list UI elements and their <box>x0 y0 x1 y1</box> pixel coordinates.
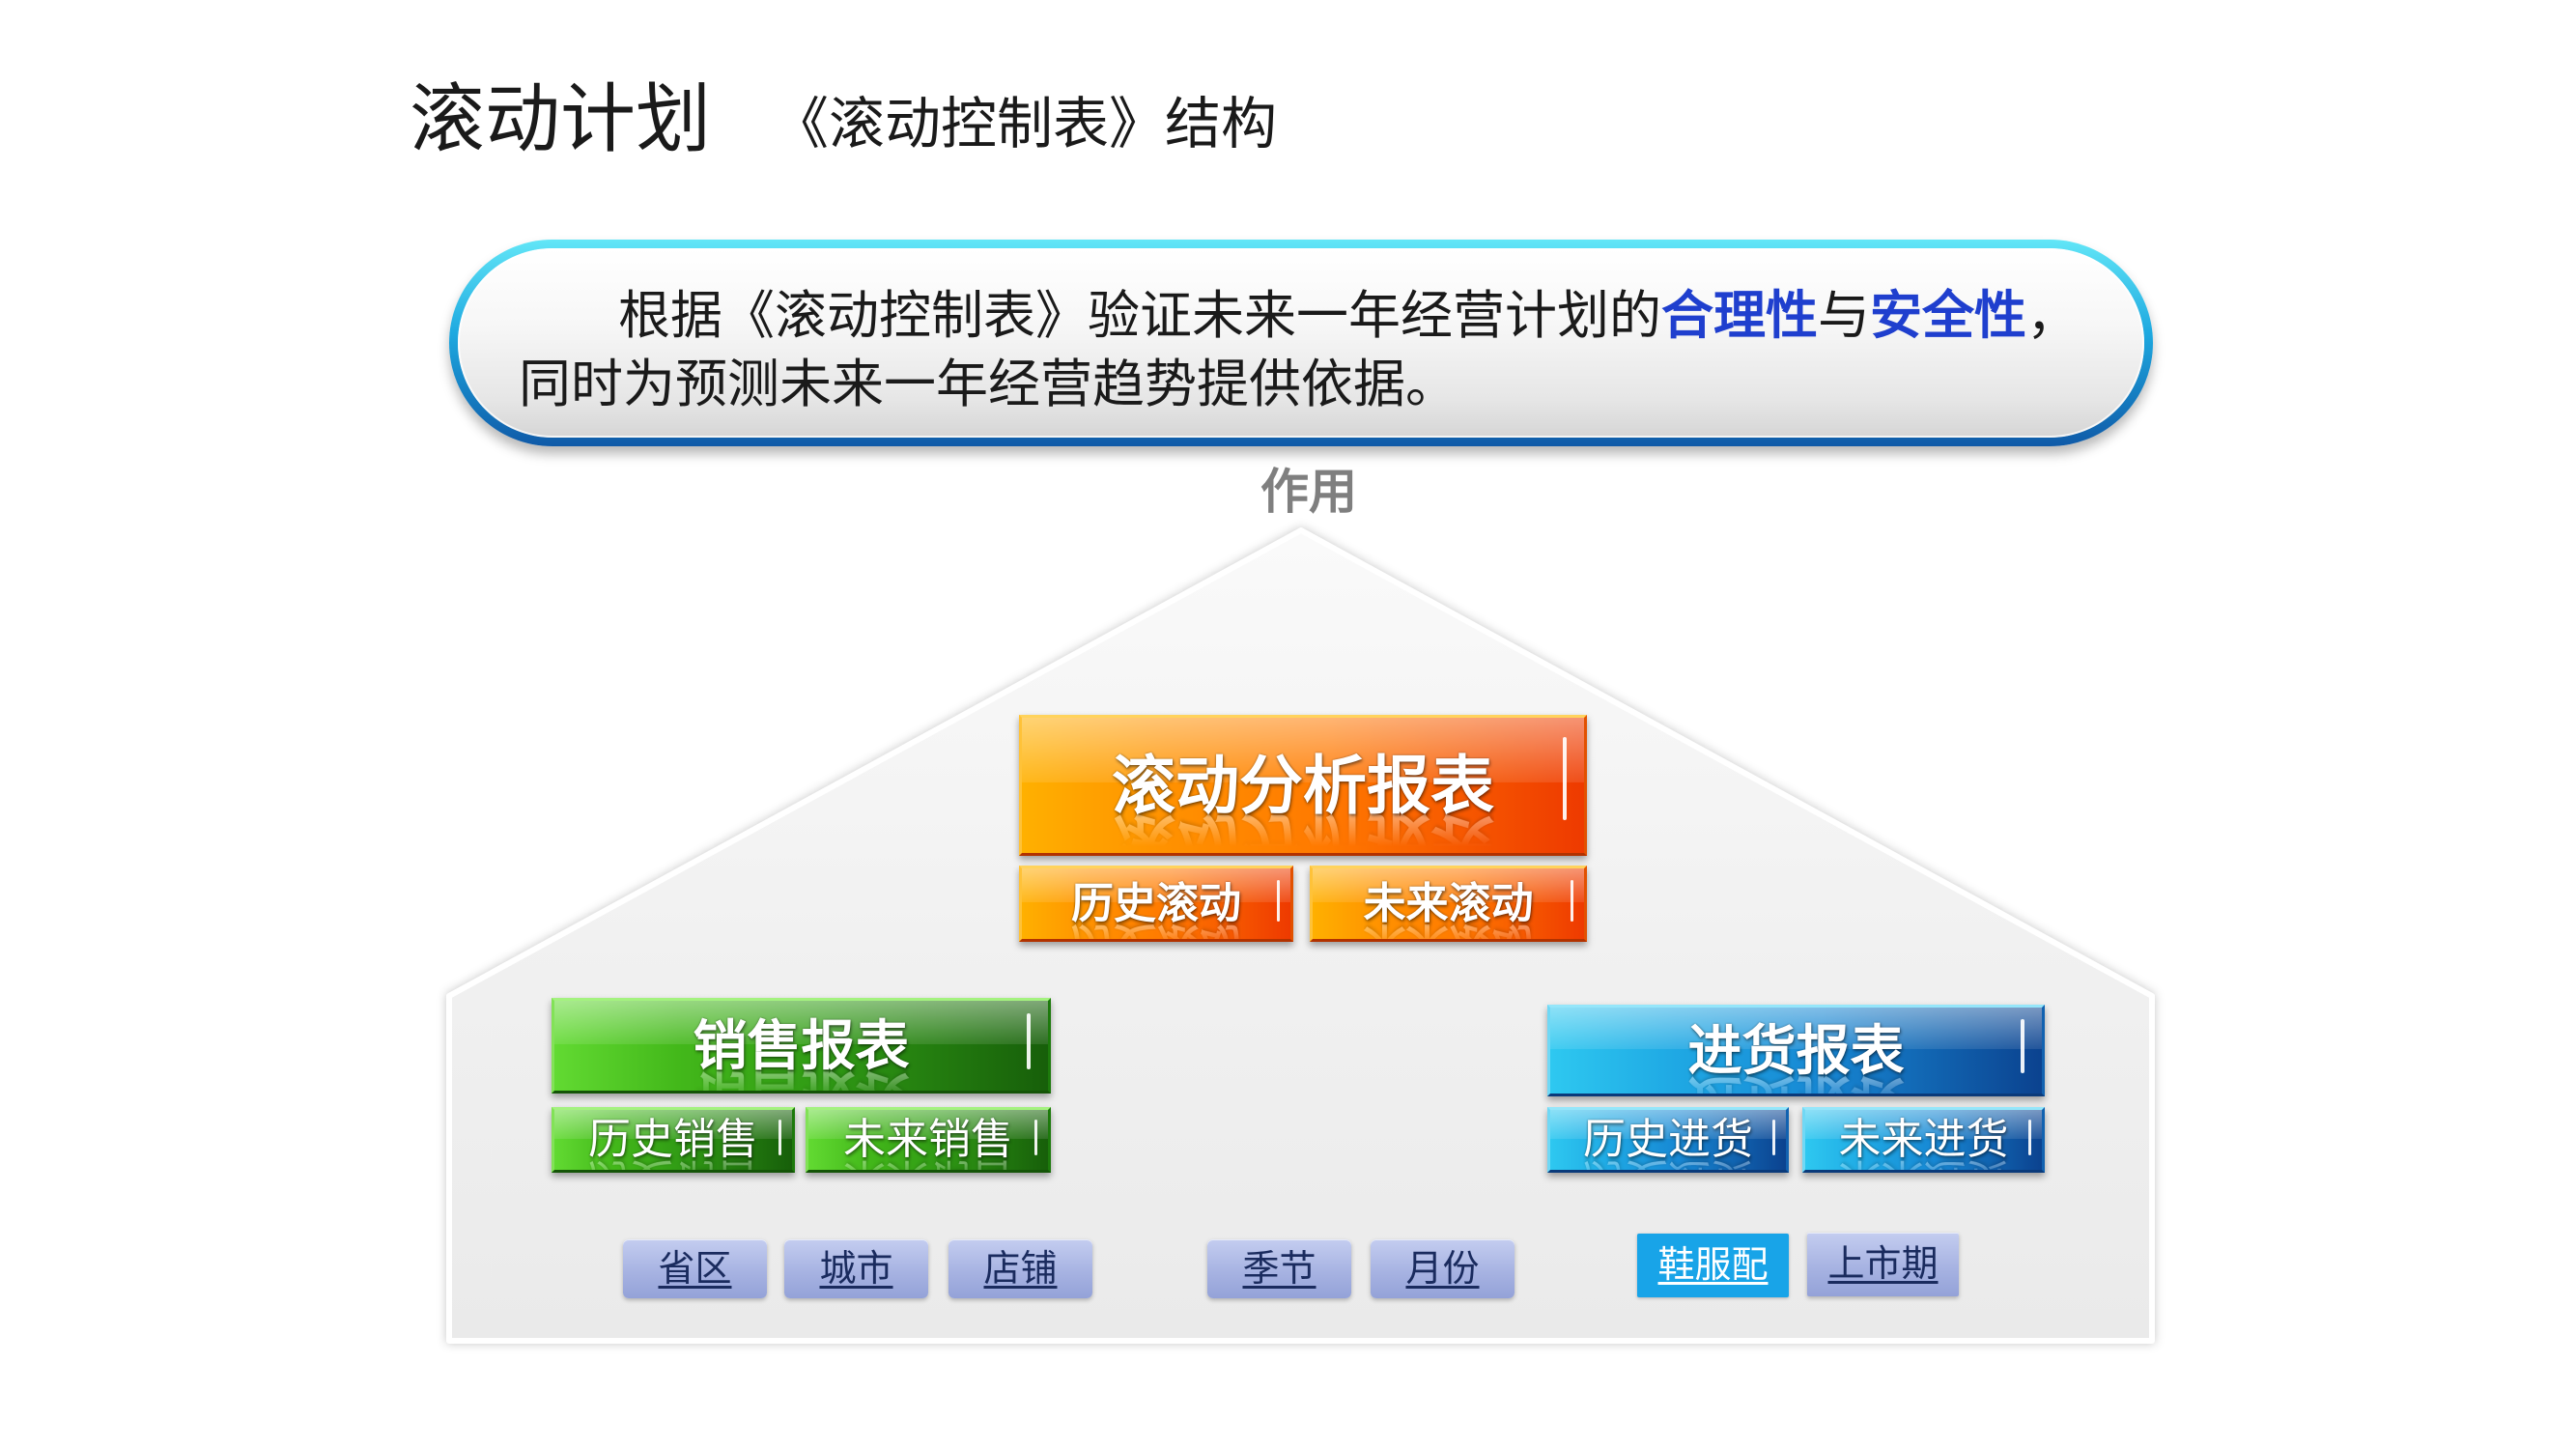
slide-subtitle: 《滚动控制表》结构 <box>773 93 1278 156</box>
rolling-history-box[interactable]: 历史滚动 <box>1019 866 1293 942</box>
slide-title: 滚动计划 <box>410 76 712 161</box>
sales-report-label: 销售报表 <box>693 1014 910 1076</box>
dimension-link-province[interactable]: 省区 <box>623 1239 767 1298</box>
dimension-link-month[interactable]: 月份 <box>1371 1239 1514 1298</box>
rolling-analysis-report-label: 滚动分析报表 <box>1112 750 1494 821</box>
sales-report[interactable]: 销售报表 <box>552 998 1051 1094</box>
dimension-link-season[interactable]: 季节 <box>1207 1239 1351 1298</box>
dimension-link-product-category[interactable]: 鞋服配 <box>1637 1234 1789 1297</box>
purchase-future-label: 未来进货 <box>1838 1116 2009 1163</box>
sales-history-label: 历史销售 <box>588 1116 758 1163</box>
dimension-link-label: 上市期 <box>1827 1244 1939 1285</box>
emphasis-rationality: 合理性 <box>1661 287 1818 345</box>
emphasis-safety: 安全性 <box>1870 287 2026 345</box>
dimension-link-label: 城市 <box>819 1248 893 1290</box>
dimension-link-city[interactable]: 城市 <box>784 1239 928 1298</box>
dimension-link-store[interactable]: 店铺 <box>948 1239 1092 1298</box>
dimension-link-label: 店铺 <box>983 1248 1058 1290</box>
callout-line-2: 同时为预测未来一年经营趋势提供依据。 <box>519 355 1458 413</box>
rolling-future-box[interactable]: 未来滚动 <box>1310 866 1587 942</box>
purchase-history-label: 历史进货 <box>1583 1116 1753 1163</box>
sales-future-label: 未来销售 <box>843 1116 1013 1163</box>
house-shape <box>446 527 2155 1344</box>
callout-text-block: 根据《滚动控制表》验证未来一年经营计划的合理性与安全性， 同时为预测未来一年经营… <box>519 282 2079 419</box>
callout-line-1: 根据《滚动控制表》验证未来一年经营计划的合理性与安全性， <box>519 282 2079 351</box>
sales-future-box[interactable]: 未来销售 <box>806 1107 1051 1173</box>
sales-history-box[interactable]: 历史销售 <box>552 1107 795 1173</box>
rolling-future-label: 未来滚动 <box>1363 879 1534 927</box>
callout-line-1-connector: 与 <box>1818 287 1870 345</box>
purchase-history-box[interactable]: 历史进货 <box>1547 1107 1789 1173</box>
purchase-report-label: 进货报表 <box>1687 1019 1905 1081</box>
dimension-link-label: 季节 <box>1242 1248 1316 1290</box>
callout-line-1-lead: 根据《滚动控制表》验证未来一年经营计划的 <box>618 287 1661 345</box>
purchase-future-box[interactable]: 未来进货 <box>1802 1107 2045 1173</box>
dimension-link-label: 月份 <box>1405 1248 1480 1290</box>
purchase-report[interactable]: 进货报表 <box>1547 1005 2045 1096</box>
dimension-link-launch-period[interactable]: 上市期 <box>1807 1233 1959 1296</box>
purpose-callout: 根据《滚动控制表》验证未来一年经营计划的合理性与安全性， 同时为预测未来一年经营… <box>449 240 2153 446</box>
role-label: 作用 <box>1260 465 1357 519</box>
rolling-history-label: 历史滚动 <box>1071 879 1241 927</box>
dimension-link-label: 省区 <box>658 1248 732 1290</box>
dimension-link-label: 鞋服配 <box>1657 1245 1769 1286</box>
callout-line-1-punctuation: ， <box>2026 287 2079 345</box>
rolling-analysis-report[interactable]: 滚动分析报表 <box>1019 715 1587 856</box>
